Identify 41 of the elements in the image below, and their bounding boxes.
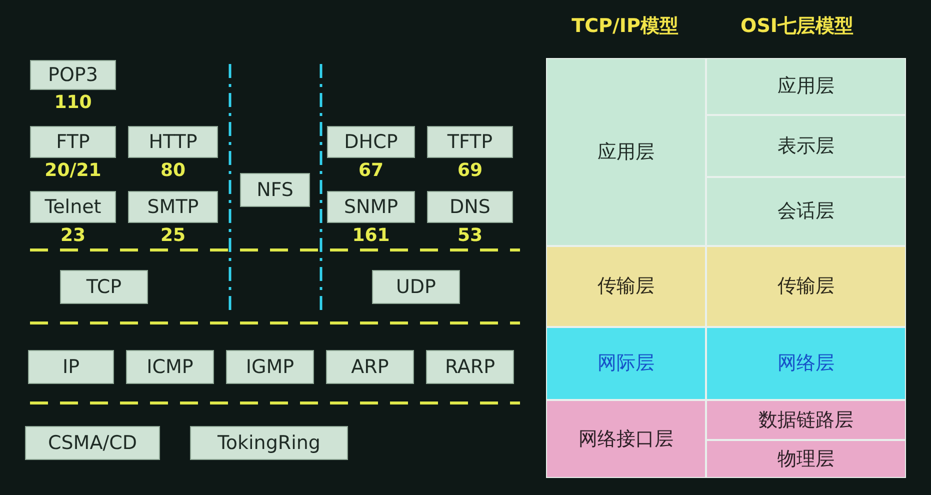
port-number: 67	[358, 162, 384, 180]
protocol-box: UDP	[372, 270, 460, 304]
protocol-box: IGMP	[226, 350, 314, 384]
port-number: 23	[60, 227, 86, 245]
protocol-box: NFS	[240, 173, 310, 207]
port-number: 20/21	[44, 162, 102, 180]
layer-cell: 物理层	[706, 440, 906, 478]
protocol-box: ICMP	[126, 350, 214, 384]
port-number: 110	[54, 94, 92, 112]
column-header: TCP/IP模型	[572, 14, 678, 39]
port-number: 25	[160, 227, 186, 245]
layer-cell: 会话层	[706, 177, 906, 246]
protocol-box: TCP	[60, 270, 148, 304]
column-header: OSI七层模型	[740, 14, 854, 39]
protocol-box: ARP	[326, 350, 414, 384]
layer-cell: 传输层	[706, 246, 906, 327]
port-number: 53	[457, 227, 483, 245]
port-number: 161	[352, 227, 390, 245]
layer-cell: 数据链路层	[706, 400, 906, 440]
port-number: 69	[457, 162, 483, 180]
protocol-box: SMTP	[128, 191, 218, 223]
protocol-box: HTTP	[128, 126, 218, 158]
protocol-box: POP3	[30, 60, 116, 90]
protocol-box: TFTP	[427, 126, 513, 158]
layer-cell: 表示层	[706, 115, 906, 177]
layer-cell: 应用层	[706, 58, 906, 115]
protocol-box: DNS	[427, 191, 513, 223]
protocol-box: Telnet	[30, 191, 116, 223]
layer-cell: 网络接口层	[546, 400, 706, 478]
protocol-box: RARP	[426, 350, 514, 384]
layer-cell: 应用层	[546, 58, 706, 246]
layer-cell: 传输层	[546, 246, 706, 327]
protocol-box: IP	[28, 350, 114, 384]
layer-cell: 网际层	[546, 327, 706, 400]
protocol-box: SNMP	[327, 191, 415, 223]
protocol-box: FTP	[30, 126, 116, 158]
protocol-box: DHCP	[327, 126, 415, 158]
protocol-box: TokingRing	[190, 426, 348, 460]
port-number: 80	[160, 162, 186, 180]
protocol-box: CSMA/CD	[25, 426, 160, 460]
layer-cell: 网络层	[706, 327, 906, 400]
